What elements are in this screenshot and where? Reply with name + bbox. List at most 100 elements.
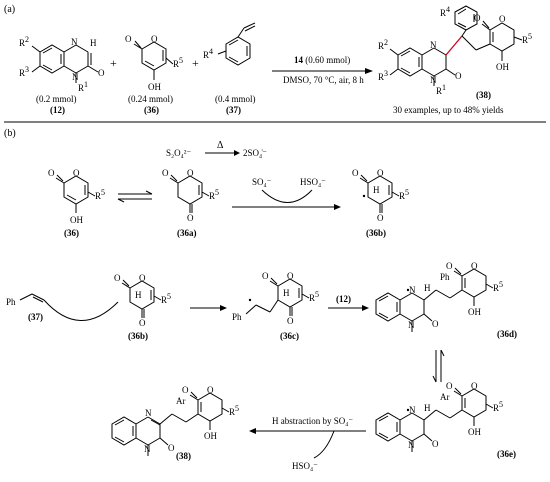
36e-ar: Ar [440, 392, 450, 402]
product-ring-o: O [499, 14, 506, 24]
radical-carbonyl-o: O [352, 168, 359, 178]
pyranone-36-structure [133, 40, 174, 80]
keto-o: O [187, 213, 194, 223]
enol-r5: R [95, 191, 101, 201]
keto-r5: R [209, 191, 215, 201]
36c-r5: R [309, 293, 315, 303]
compound-36-b-label: (36) [64, 228, 79, 238]
styrene-37-structure [217, 22, 256, 66]
hso4-release: HSO₄⁻ [292, 461, 318, 471]
final-n-top: N [145, 408, 152, 418]
sulfate-radical: 2SO₄̇⁻ [243, 148, 267, 158]
compound-36b-label: (36b) [366, 228, 386, 238]
36d-n-bottom: N [408, 320, 415, 330]
36d-n-top: N [409, 285, 416, 295]
compound-36b-row2-label: (36b) [128, 331, 148, 341]
so4-reagent: SO₄⁻ [252, 177, 272, 187]
product-r5: R [522, 35, 528, 45]
product-n-bottom: N [430, 75, 437, 85]
reaction-arrowhead [365, 68, 373, 74]
h-abstraction-label: H abstraction by SO₄⁻ [272, 416, 353, 426]
36e-ring-o: O [471, 381, 478, 391]
product-r5-sup: 5 [528, 32, 532, 41]
36c-carbonyl-o: O [262, 271, 269, 281]
radical-formation-arrowhead [334, 204, 341, 210]
r2-label: R [19, 38, 25, 48]
36d-carbonyl-o: O [446, 261, 453, 271]
row2-r5-sup: 5 [167, 292, 171, 301]
keto-ring-o: O [187, 168, 194, 178]
coupling-arrowhead [362, 305, 369, 311]
36e-r5-sup: 5 [499, 400, 503, 409]
36e-n-top: N [409, 405, 416, 415]
final-oh: OH [204, 431, 217, 441]
r3-label: R [19, 68, 25, 78]
radical-h: H [373, 185, 380, 195]
product-r3: R [378, 72, 384, 82]
compound-36-label: (36) [144, 105, 159, 115]
vertical-equilibrium-down-head [432, 375, 437, 383]
hso4-curved-arrow [313, 430, 335, 459]
pyranone-carbonyl-o: O [125, 34, 132, 44]
r2-sup: 2 [25, 35, 29, 44]
yield-summary: 30 examples, up to 48% yields [393, 105, 504, 115]
enol-oh: OH [70, 215, 83, 225]
equilibrium-forward-head [145, 190, 153, 195]
so4-curved-arrow [261, 189, 313, 203]
product-carbonyl-o: O [474, 13, 481, 23]
row2-h: H [135, 290, 142, 300]
product-r2: R [378, 41, 384, 51]
product-r4-sup: 4 [446, 5, 450, 14]
product-38-structure [389, 5, 523, 86]
final-r5: R [229, 407, 235, 417]
radical-r5-sup: 5 [405, 188, 409, 197]
row2-o: O [139, 318, 146, 328]
36d-ring-o: O [471, 261, 478, 271]
r5-sup: 5 [179, 56, 183, 65]
condition-solvent-temp: DMSO, 70 °C, air, 8 h [283, 75, 364, 85]
h-atom: H [90, 38, 97, 48]
compound-36d-label: (36d) [497, 329, 517, 339]
r4-sup: 4 [209, 47, 213, 56]
amount-37: (0.4 mmol) [215, 94, 256, 104]
hso4-byproduct: HSO₄⁻ [300, 177, 326, 187]
36e-o: O [432, 439, 439, 449]
product-o: O [455, 71, 462, 81]
styrene-37-row2 [19, 293, 119, 321]
plus-sign-2: + [192, 56, 199, 70]
pyranone-ring-o: O [151, 34, 158, 44]
amount-12: (0.2 mmol) [36, 94, 77, 104]
keto-carbonyl-o: O [162, 168, 169, 178]
styrene-ph: Ph [6, 297, 16, 307]
intermediate-36c [245, 277, 310, 316]
36e-carbonyl-o: O [446, 381, 453, 391]
panel-a-label: (a) [4, 4, 15, 15]
compound-12-label: (12) [50, 105, 65, 115]
final-n-bottom: N [144, 444, 151, 454]
final-o: O [168, 443, 175, 453]
quinoxalinone-12-structure [31, 44, 99, 83]
amount-36: (0.24 mmol) [128, 94, 173, 104]
compound-36c-label: (36c) [280, 331, 299, 341]
plus-sign-1: + [110, 56, 117, 70]
vertical-equilibrium-up-head [440, 349, 445, 357]
final-ring-o: O [207, 385, 214, 395]
product-38-final [111, 391, 230, 456]
n-atom-top: N [71, 37, 78, 47]
r5-label: R [173, 59, 179, 69]
n-atom-bottom: N [72, 72, 79, 82]
r1-sup: 1 [84, 80, 88, 89]
36e-r5: R [493, 403, 499, 413]
compound-38-b-label: (38) [176, 451, 191, 461]
condition-catalyst-number: 14 [294, 55, 304, 65]
r1-label: R [78, 83, 84, 93]
product-n-top: N [430, 40, 437, 50]
enol-ring-o: O [73, 168, 80, 178]
product-oh: OH [496, 62, 509, 72]
radical-r5: R [399, 191, 405, 201]
36c-ph: Ph [232, 312, 242, 322]
enol-carbonyl-o: O [48, 168, 55, 178]
r3-sup: 3 [25, 65, 29, 74]
delta-symbol: Δ [217, 140, 224, 151]
